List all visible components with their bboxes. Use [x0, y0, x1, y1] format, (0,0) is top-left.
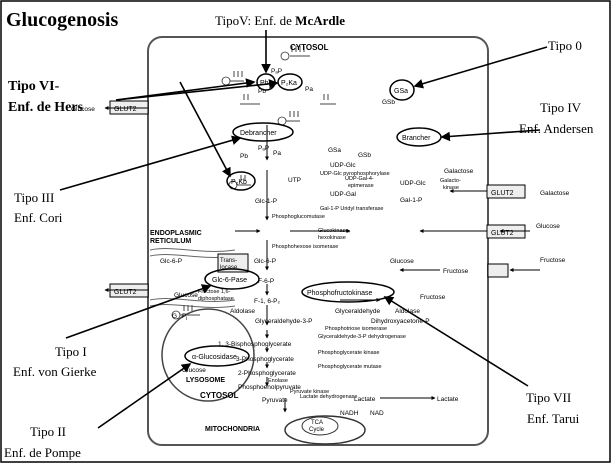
label-tipo1-1: Tipo I [55, 344, 87, 359]
label-tca: TCA [311, 420, 323, 426]
fructose-transporter-box [488, 264, 508, 277]
enzyme-translocase-1: Trans- [220, 258, 237, 264]
label-cytosol-bottom: CYTOSOL [200, 391, 239, 400]
met-glc6p-left: Glc-6-P [160, 258, 182, 265]
met-pgmut: Phosphoglycerate mutase [318, 364, 382, 370]
diagram-title: Glucogenosis [6, 9, 118, 31]
label-mcardle-prefix: TipoV: Enf. de [215, 13, 295, 28]
met-epimerase-2: epimerase [348, 183, 374, 189]
met-gsb: GSb [382, 99, 395, 106]
met-galactose: Galactose [540, 190, 570, 197]
enzyme-gsa: GSa [394, 88, 408, 95]
label-tipo7-2: Enf. Tarui [527, 411, 580, 426]
enzyme-debrancher: Debrancher [240, 130, 277, 137]
met-nadh: NADH [340, 410, 359, 417]
met-nad: NAD [370, 410, 384, 417]
met-udpglc-right: UDP-Glc [400, 180, 426, 187]
met-uridyl-transferase: Gal-1-P Uridyl transferase [320, 206, 383, 212]
label-tipo2-2: Enf. de Pompe [4, 445, 81, 460]
label-cytosol-top: CYTOSOL [290, 43, 329, 52]
met-pb-top: Pb [258, 88, 266, 95]
met-udpglc: UDP-Glc [330, 162, 356, 169]
met-fructose-right: Fructose [540, 257, 566, 264]
enzyme-pfk: Phosphofructokinase [307, 290, 372, 297]
met-pgk: Phosphoglycerate kinase [318, 350, 379, 356]
glut2-right-mid: GLUT2 [491, 230, 514, 237]
label-mcardle-name: McArdle [295, 13, 345, 28]
met-pa-top: Pa [305, 86, 313, 93]
label-tipo7-1: Tipo VII [526, 390, 571, 405]
label-hers-2: Enf. de Hers [8, 100, 84, 115]
label-hers-1: Tipo VI- [8, 79, 60, 94]
met-fructose-out: Fructose [443, 268, 469, 275]
met-galactose-inner: Galactose [444, 168, 474, 175]
met-pi-sub: i [186, 316, 187, 322]
met-bpg: 1, 3-Bisphosphoglycerate [218, 341, 292, 348]
met-gsa2: GSa [328, 147, 341, 154]
met-galactokinase-1: Galacto- [440, 178, 461, 184]
met-glucokinase-2: hexokinase [318, 235, 346, 241]
glut2-right-top: GLUT2 [491, 190, 514, 197]
met-pa-mid: Pa [273, 150, 281, 157]
met-pakb: PₐP [258, 145, 269, 152]
met-glucokinase-1: Glucokinase, [318, 228, 350, 234]
met-glucose-mid: Glucose [390, 258, 414, 265]
met-glucose-right: Glucose [536, 223, 560, 230]
label-tipo4-2: Enf. Andersen [519, 121, 594, 136]
met-pg2: 2-Phosphoglycerate [238, 370, 296, 377]
met-phosphoglucomutase: Phosphoglucomutase [272, 214, 325, 220]
label-tipo0: Tipo 0 [548, 38, 582, 53]
met-glc1p: Glc-1-P [255, 198, 277, 205]
label-tipo4-1: Tipo IV [540, 100, 582, 115]
met-glyceraldehyde: Glyceraldehyde [335, 308, 381, 315]
label-mitochondria: MITOCHONDRIA [205, 426, 260, 433]
met-glucose-lysosome: Glucose [182, 367, 206, 374]
glut2-left-bottom: GLUT2 [114, 289, 137, 296]
met-fructose-mid: Fructose [420, 294, 446, 301]
met-f16p2: F-1, 6-P₂ [254, 298, 280, 305]
met-galactokinase-2: kinase [443, 185, 459, 191]
met-fbpase-2: diphosphatase [198, 296, 234, 302]
met-glc6p-center: Glc-6-P [254, 258, 276, 265]
label-tipo1-2: Enf. von Gierke [13, 364, 97, 379]
enzyme-brancher: Brancher [402, 135, 431, 142]
label-mcardle: TipoV: Enf. de McArdle [215, 13, 345, 28]
enzyme-glucosidase: α-Glucosidase [192, 354, 237, 361]
glut2-left-top: GLUT2 [114, 106, 137, 113]
label-tipo3-1: Tipo III [14, 190, 54, 205]
label-lysosome: LYSOSOME [186, 377, 225, 384]
met-g3pdh: Glyceraldehyde-3-P dehydrogenase [318, 334, 406, 340]
met-fbpase-1: Fructose 1,6- [198, 289, 231, 295]
met-epimerase-1: UDP-Gal-4- [345, 176, 374, 182]
enzyme-pbka: P₂Ka [281, 80, 297, 87]
label-tipo3-2: Enf. Cori [14, 210, 63, 225]
met-pbp: PₐP [271, 68, 282, 75]
met-ldh: Lactate dehydrogenase [300, 394, 358, 400]
met-pb-mid: Pb [240, 153, 248, 160]
met-g-letter: G [172, 313, 177, 320]
met-tpi: Phosphotriose isomerase [325, 326, 387, 332]
label-er-2: RETICULUM [150, 238, 191, 245]
met-f6p: F-6-P [258, 278, 274, 285]
met-utp: UTP [288, 177, 301, 184]
label-tipo2-1: Tipo II [30, 424, 66, 439]
label-tca-cycle: Cycle [309, 427, 325, 433]
met-lactate-out: Lactate [437, 396, 459, 403]
met-g3p: Glyceraldehyde-3-P [255, 318, 312, 325]
met-pyruvate: Pyruvate [262, 397, 288, 404]
met-gsb2: GSb [358, 152, 371, 159]
met-phosphohexose-isomerase: Phosphohexose isomerase [272, 244, 338, 250]
met-udpgal: UDP-Gal [330, 191, 357, 198]
enzyme-g6pase: Glc-6-Pase [212, 277, 247, 284]
label-er-1: ENDOPLASMIC [150, 230, 202, 237]
met-pg3: 3-Phosphoglycerate [236, 356, 294, 363]
met-gal1p: Gal-1-P [400, 197, 422, 204]
enzyme-pbkb: P₂Kb [231, 179, 247, 186]
met-aldolase-left: Aldolase [230, 308, 255, 315]
